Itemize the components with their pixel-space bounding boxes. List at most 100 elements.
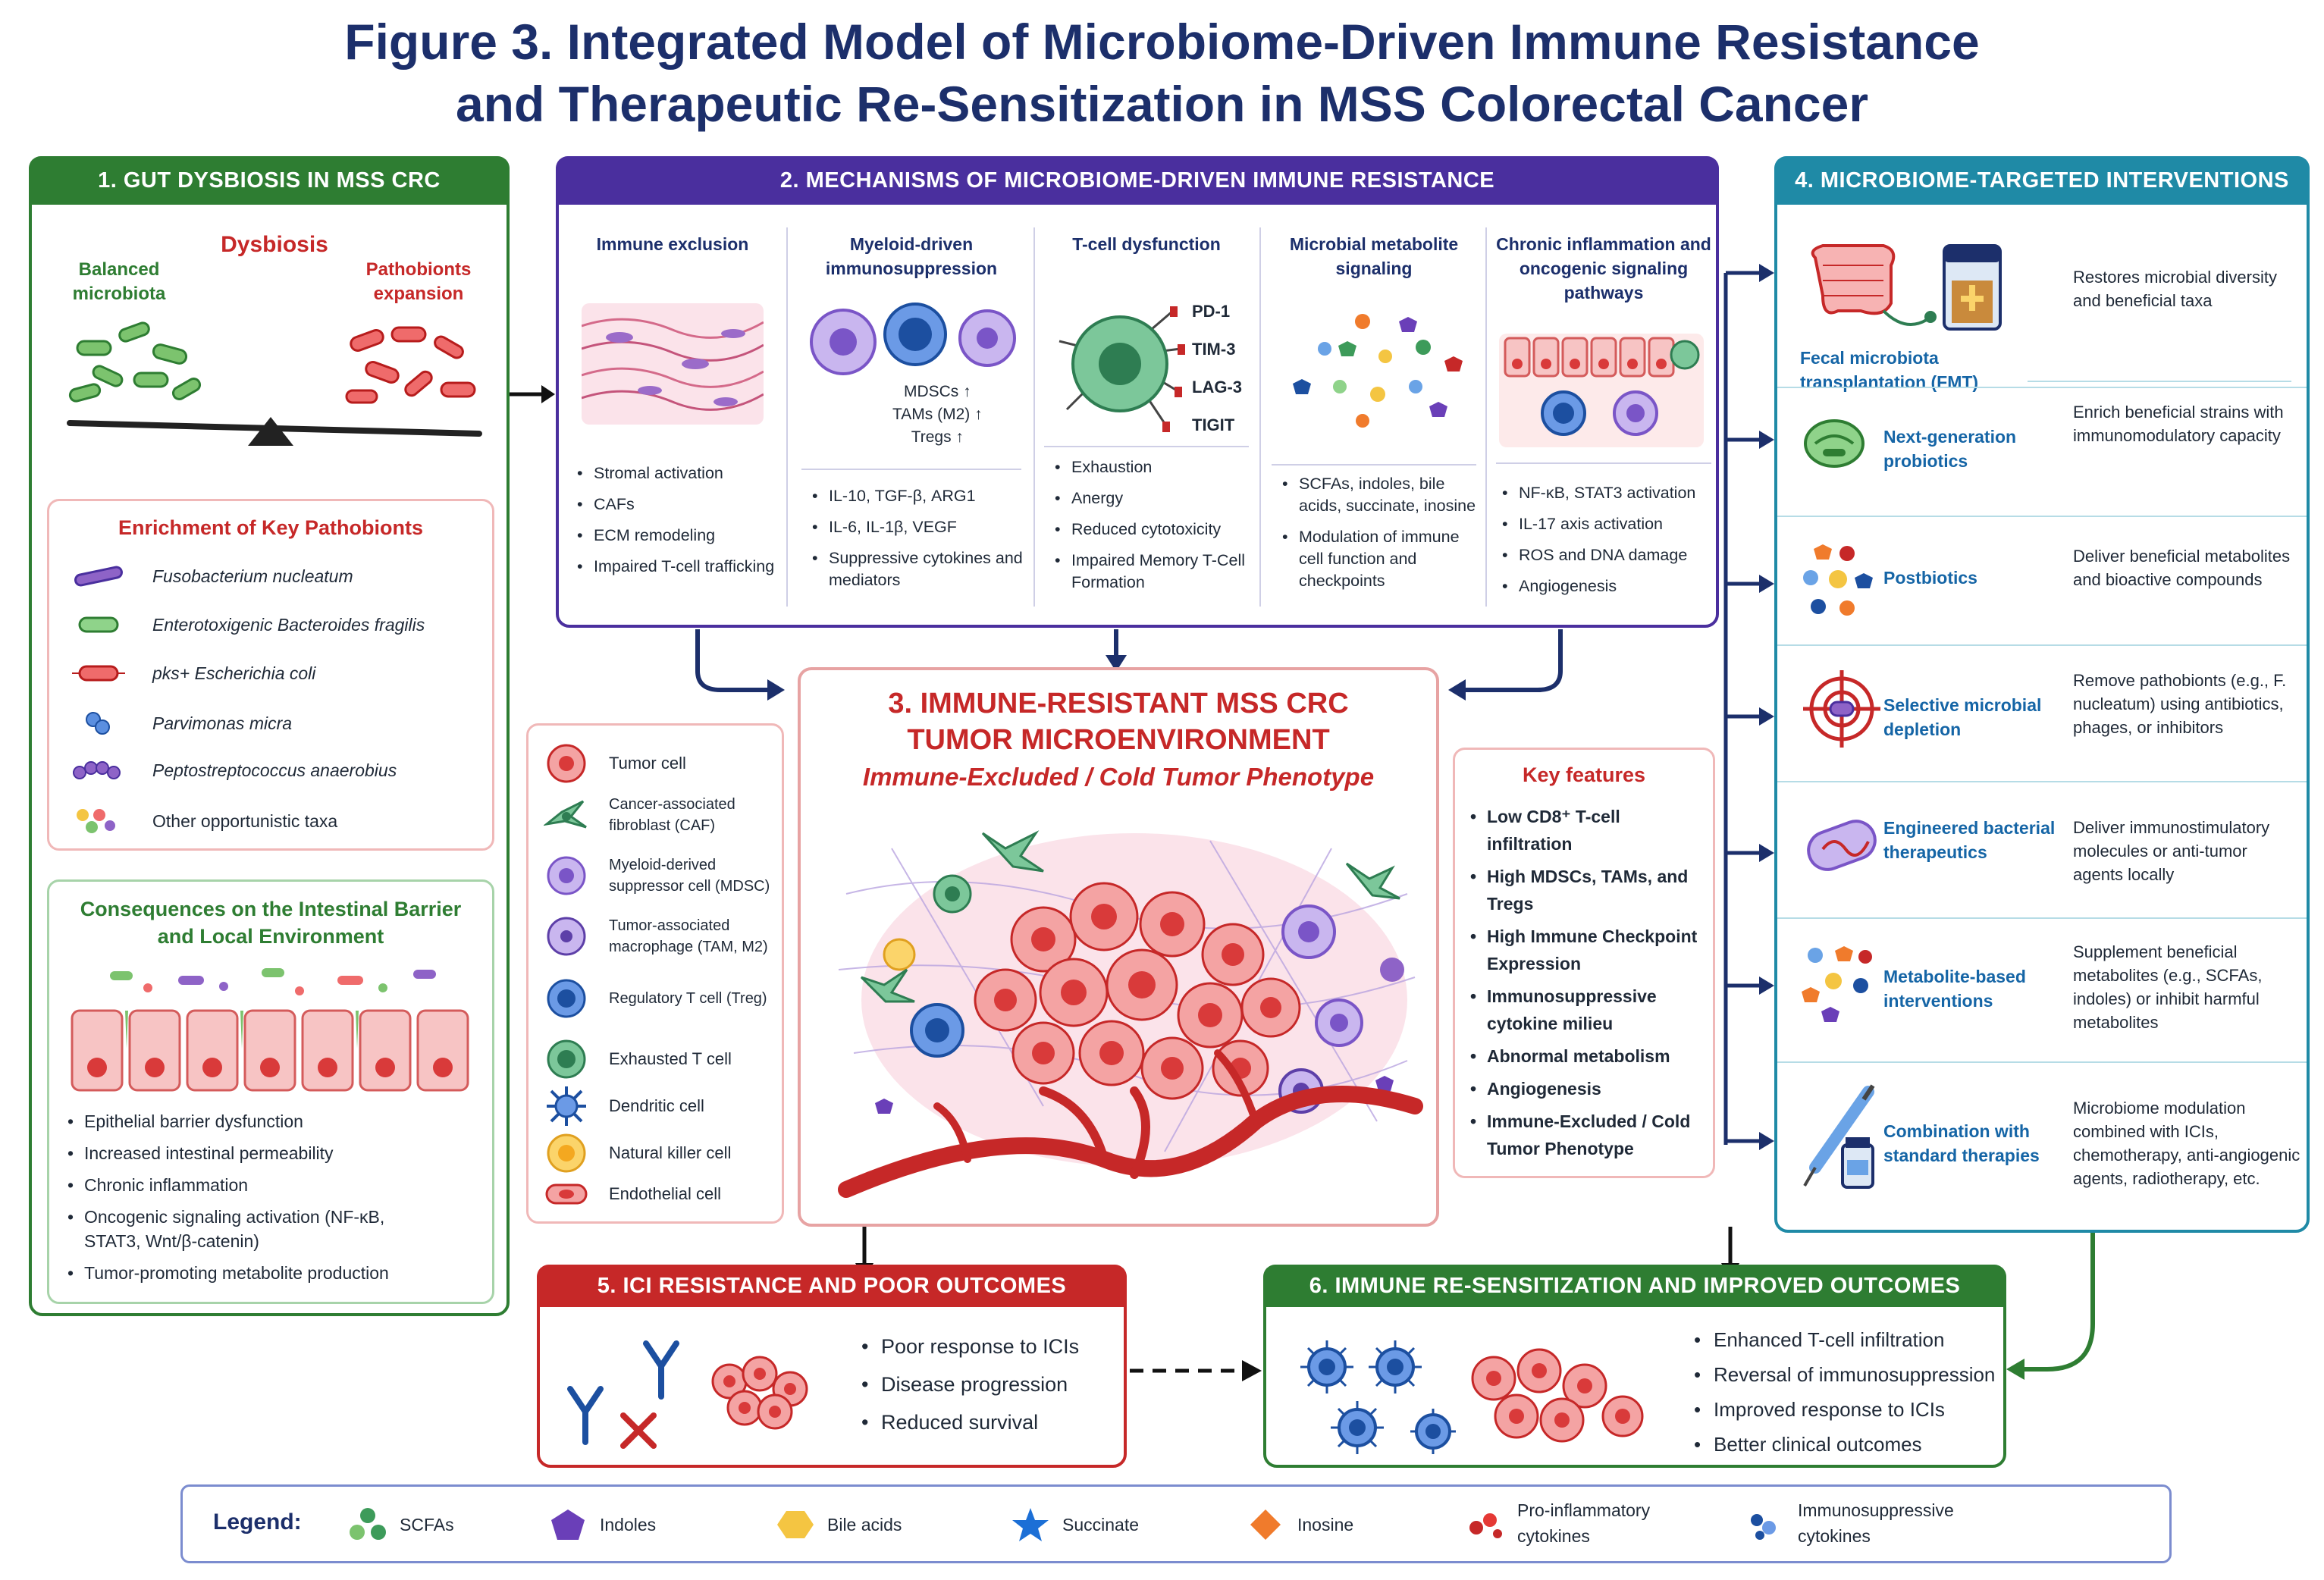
cell-legend-label: Tumor cell [609,754,686,773]
legend-item-label: Inosine [1297,1514,1354,1535]
tumor-cell-icon [547,744,586,783]
cell-legend-item: Natural killer cell [544,1132,731,1174]
microbe-name: pks+ Escherichia coli [152,663,316,683]
intestinal-epithelium-illustration [71,968,469,1092]
panel-re-sensitization: 6. IMMUNE RE-SENSITIZATION AND IMPROVED … [1263,1265,2006,1468]
mechanism-item: Impaired Memory T-Cell Formation [1052,550,1256,594]
cell-legend-label: Tumor-associated macrophage (TAM, M2) [609,917,768,955]
exhausted-t-cell-illustration [1059,306,1185,432]
title-line-2: and Therapeutic Re-Sensitization in MSS … [455,76,1869,132]
microbe-name: Enterotoxigenic Bacteroides fragilis [152,614,425,635]
panel-interventions: 4. MICROBIOME-TARGETED INTERVENTIONS Fec… [1774,156,2310,1233]
outcome-item: Improved response to ICIs [1691,1397,1995,1422]
panel-ici-resistance: 5. ICI RESISTANCE AND POOR OUTCOMES Poor… [537,1265,1127,1468]
t-cells [1300,1340,1456,1454]
legend-label: Legend: [213,1509,302,1535]
myeloid-line: TAMs (M2) ↑ [892,406,983,423]
intervention-desc: Microbiome modulation combined with ICIs… [2073,1099,2300,1188]
intervention-name: Engineered bacterial therapeutics [1883,818,2056,862]
panel-2-header: 2. MECHANISMS OF MICROBIOME-DRIVEN IMMUN… [556,156,1719,205]
intervention-desc: Restores microbial diversity and benefic… [2073,268,2277,310]
cell-legend-label: Dendritic cell [609,1096,704,1115]
cell-legend-item: Tumor cell [544,742,686,785]
pathobiont-cluster [345,326,476,404]
indoles-icon [551,1509,585,1540]
consequence-item: Chronic inflammation [64,1173,477,1197]
intervention-name: Postbiotics [1883,568,1977,588]
dendritic-cell-icon [547,1086,586,1126]
key-feature-item: High Immune Checkpoint Expression [1467,923,1705,977]
legend-item-label: SCFAs [400,1514,454,1535]
cell-legend-label: Exhausted T cell [609,1049,732,1068]
cell-legend-label: Cancer-associated fibroblast (CAF) [609,796,735,834]
mechanism-item: IL-10, TGF-β, ARG1 [809,485,1025,507]
arrow-5-to-6 [1130,1360,1262,1381]
immune-exclusion-illustration [582,303,764,425]
consequence-item: Epithelial barrier dysfunction [64,1109,477,1133]
cell-legend-item: Dendritic cell [544,1085,704,1127]
mechanism-title: Microbial metabolite signaling [1289,234,1459,278]
panel-4-header: 4. MICROBIOME-TARGETED INTERVENTIONS [1774,156,2310,205]
mechanism-title: T-cell dysfunction [1072,234,1221,254]
mechanism-item: SCFAs, indoles, bile acids, succinate, i… [1279,473,1484,517]
tumor-cell-cluster [974,882,1301,1100]
outcome-item: Disease progression [858,1371,1079,1398]
microbe-item: Enterotoxigenic Bacteroides fragilis [72,613,425,636]
panel-gut-dysbiosis: 1. GUT DYSBIOSIS IN MSS CRC Dysbiosis Ba… [29,156,510,1316]
endothelial-cell-icon [545,1183,588,1205]
mechanism-item: Reduced cytotoxicity [1052,519,1256,541]
intervention-name: Selective microbial depletion [1883,695,2042,739]
intervention-desc: Supplement beneficial metabolites (e.g.,… [2073,942,2263,1032]
panel-3-title: 3. IMMUNE-RESISTANT MSS CRC TUMOR MICROE… [801,685,1436,758]
legend-item: Pro-inflammatory cytokines [1464,1497,1684,1549]
panel-1-header: 1. GUT DYSBIOSIS IN MSS CRC [29,156,510,205]
treg-icon [547,979,586,1018]
mechanism-item: ECM remodeling [574,525,779,547]
enrichment-title: Enrichment of Key Pathobionts [118,516,424,539]
key-features-box: Key features Low CD8⁺ T-cell infiltratio… [1453,748,1715,1178]
mechanism-item: Exhaustion [1052,456,1256,478]
mechanism-list: Stromal activation CAFs ECM remodeling I… [574,462,779,578]
cell-legend-item: Regulatory T cell (Treg) [544,977,783,1020]
consequences-list: Epithelial barrier dysfunction Increased… [64,1109,477,1285]
engineered-bacteria-icon [1807,820,1877,871]
outcome-item: Poor response to ICIs [858,1333,1079,1360]
myeloid-label: MDSCs ↑ TAMs (M2) ↑ Tregs ↑ [892,381,983,449]
outcome-item: Reduced survival [858,1409,1079,1436]
consequence-item: Oncogenic signaling activation (NF-κB, S… [64,1205,477,1253]
checkpoint-pd1: PD-1 [1192,302,1231,321]
key-feature-item: Immune-Excluded / Cold Tumor Phenotype [1467,1108,1705,1162]
metabolite-interventions-icon [1802,946,1872,1022]
key-feature-item: Low CD8⁺ T-cell infiltration [1467,803,1705,857]
exhausted-t-cell-icon [547,1039,586,1079]
balance-scale-illustration [67,321,482,446]
mechanism-list: Exhaustion Anergy Reduced cytotoxicity I… [1052,456,1256,594]
panel-5-header: 5. ICI RESISTANCE AND POOR OUTCOMES [537,1265,1127,1307]
outcome-item: Better clinical outcomes [1691,1431,1995,1457]
enrichment-box: Enrichment of Key Pathobionts Fusobacter… [47,499,494,851]
microbe-name: Fusobacterium nucleatum [152,566,353,586]
cell-legend-item: Endothelial cell [544,1179,721,1209]
legend-item: Inosine [1244,1506,1353,1543]
tumor-cluster-icon [1471,1348,1644,1443]
outcome-item: Reversal of immunosuppression [1691,1362,1995,1387]
blood-vessel [838,1049,1423,1198]
nk-cell-icon [547,1133,586,1173]
immunosuppressive-icon [1751,1514,1776,1540]
depletion-target-icon [1803,670,1880,748]
tumor-microenvironment-illustration [838,830,1423,1198]
mechanism-item: Modulation of immune cell function and c… [1279,526,1484,592]
figure-title: Figure 3. Integrated Model of Microbiome… [0,11,2324,135]
microbe-item: Peptostreptococcus anaerobius [72,759,397,782]
legend-item-label: Pro-inflammatory cytokines [1517,1500,1651,1546]
cell-legend-item: Myeloid-derived suppressor cell (MDSC) [544,854,783,897]
cell-type-legend: Tumor cell Cancer-associated fibroblast … [526,723,784,1224]
consequence-item: Tumor-promoting metabolite production [64,1261,477,1285]
checkpoint-lag3: LAG-3 [1192,378,1242,397]
legend-item: SCFAs [347,1506,454,1543]
key-features-title: Key features [1522,763,1646,786]
metabolite-illustration [1293,314,1463,428]
panel-6-header: 6. IMMUNE RE-SENSITIZATION AND IMPROVED … [1263,1265,2006,1307]
cell-legend-label: Regulatory T cell (Treg) [609,990,767,1007]
title-line-1: Figure 3. Integrated Model of Microbiome… [344,14,1980,70]
